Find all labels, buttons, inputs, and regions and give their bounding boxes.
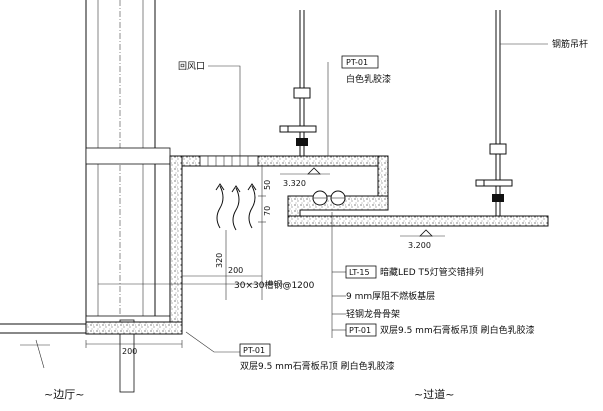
- pt01-bottom-desc: 双层9.5 mm石膏板吊顶 刷白色乳胶漆: [240, 360, 395, 372]
- dimension-vertical: [225, 166, 266, 300]
- dim-200-bottom: 200: [122, 347, 137, 356]
- leader-lines: [98, 62, 346, 353]
- elevation-marker-3200: [400, 229, 445, 237]
- pt01-top-desc: 白色乳胶漆: [346, 73, 391, 85]
- support-post: [119, 319, 135, 393]
- channel-steel-label: 30×30槽钢@1200: [234, 279, 315, 291]
- dim-200-mid: 200: [228, 266, 243, 275]
- fireproof-board-label: 9 mm厚阻不燃板基层: [346, 290, 435, 302]
- steel-rod-label: 钢筋吊杆: [552, 38, 588, 50]
- pt01-mid-desc: 双层9.5 mm石膏板吊顶 刷白色乳胶漆: [380, 324, 535, 336]
- pt01-mid-code: PT-01: [349, 326, 371, 335]
- ceiling-soffit: [85, 155, 549, 335]
- hanger-rod-2: [475, 10, 513, 216]
- return-air-label: 回风口: [178, 61, 205, 72]
- room-label-right: ~过道~: [414, 387, 454, 401]
- elevation-marker-3320: [280, 167, 330, 175]
- return-air-grille: [199, 155, 259, 167]
- pt01-bottom-code: PT-01: [243, 346, 265, 355]
- dimension-horizontal: [85, 275, 262, 348]
- pt01-bottom-tag: [239, 343, 271, 357]
- dim-320: 320: [215, 253, 224, 268]
- elevation-3200: 3.200: [408, 241, 431, 250]
- dim-50: 50: [263, 180, 272, 190]
- led-fixtures: [312, 190, 346, 206]
- column: [85, 0, 171, 331]
- lt15-desc: 暗藏LED T5灯管交错排列: [380, 266, 484, 278]
- column-cap: [85, 147, 171, 165]
- floor-slab-left: [0, 319, 135, 393]
- pt01-top-code: PT-01: [346, 58, 368, 67]
- pt01-mid-tag: [345, 323, 377, 337]
- room-label-left: ~边厅~: [44, 388, 84, 401]
- pt01-top-tag: [341, 55, 379, 69]
- lt15-tag: [345, 265, 377, 279]
- elevation-3320: 3.320: [283, 179, 306, 188]
- hanger-rod-1: [279, 10, 317, 156]
- keel-label: 轻钢龙骨骨架: [346, 308, 400, 320]
- airflow-arrows: [215, 183, 257, 231]
- dim-70: 70: [263, 206, 272, 216]
- lt15-code: LT-15: [349, 268, 370, 277]
